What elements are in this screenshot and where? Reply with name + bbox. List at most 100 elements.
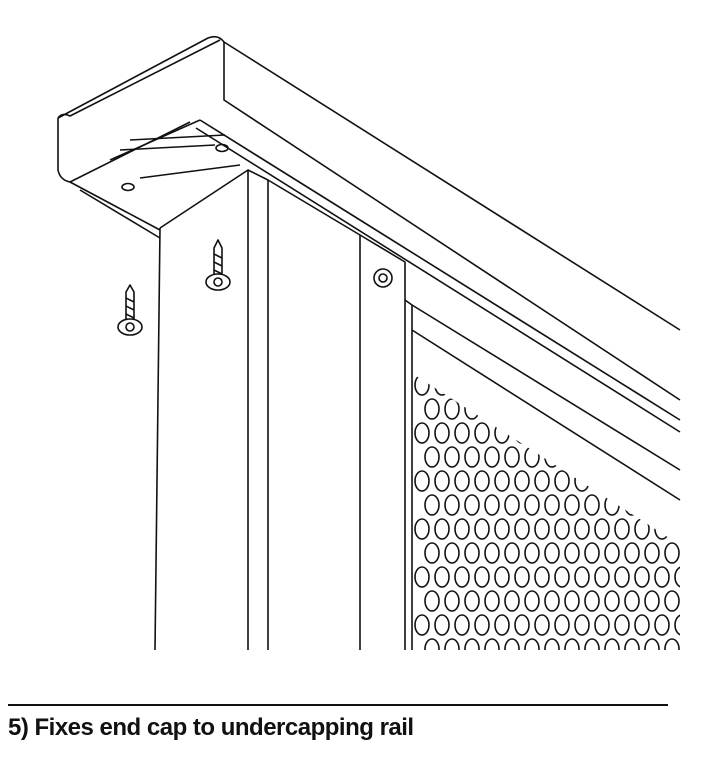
perforation-hole [454, 614, 470, 636]
perforation-hole [624, 446, 640, 468]
perforation-hole [685, 447, 699, 467]
perforation-hole [534, 614, 550, 636]
perforation-hole [564, 398, 580, 420]
perforation-hole [564, 590, 580, 612]
perforation-hole [624, 494, 640, 516]
perforation-hole [634, 470, 650, 492]
perforation-hole [514, 518, 530, 540]
perforation-hole [434, 374, 450, 396]
perforation-hole [514, 422, 530, 444]
perforation-hole [564, 446, 580, 468]
perforation-hole [614, 518, 630, 540]
perforation-hole [584, 446, 600, 468]
perforation-hole [504, 398, 520, 420]
perforation-hole [594, 518, 610, 540]
perforation-hole [424, 494, 440, 516]
perforation-hole [474, 614, 490, 636]
perforation-hole [674, 374, 680, 396]
perforation-hole [444, 446, 460, 468]
perforation-hole [464, 446, 480, 468]
end-cap-rail [57, 35, 681, 433]
perforation-hole [634, 614, 650, 636]
perforation-hole [594, 614, 610, 636]
perforation-hole [464, 542, 480, 564]
perforation-hole [414, 470, 430, 492]
perforation-hole [454, 374, 470, 396]
perforation-hole [424, 542, 440, 564]
perforation-hole [474, 566, 490, 588]
perforation-hole [464, 398, 480, 420]
perforation-hole [685, 591, 699, 611]
perforation-hole [664, 446, 680, 468]
perforation-hole [514, 566, 530, 588]
perforation-hole [544, 494, 560, 516]
perforation-hole [604, 590, 620, 612]
perforation-hole [685, 399, 699, 419]
perforation-hole [524, 590, 540, 612]
perforation-hole [674, 566, 680, 588]
perforation-hole [584, 542, 600, 564]
perforation-hole [654, 518, 670, 540]
perforation-hole [584, 638, 600, 650]
perforation-hole [624, 638, 640, 650]
perforation-hole [454, 566, 470, 588]
perforation-hole [634, 518, 650, 540]
perforation-hole [434, 470, 450, 492]
perforation-hole [414, 614, 430, 636]
perforation-hole [504, 446, 520, 468]
perforation-hole [594, 374, 610, 396]
perforation-hole [494, 518, 510, 540]
perforation-hole [524, 494, 540, 516]
perforation-hole [664, 542, 680, 564]
perforation-hole [564, 494, 580, 516]
perforation-hole [614, 614, 630, 636]
perforation-hole [424, 638, 440, 650]
perforation-hole [424, 398, 440, 420]
perforation-hole [464, 638, 480, 650]
perforation-hole [664, 638, 680, 650]
perforation-hole [644, 590, 660, 612]
perforation-hole [604, 494, 620, 516]
perforation-hole [504, 494, 520, 516]
screw-icon [205, 239, 231, 291]
perforation-hole [624, 590, 640, 612]
screw-icon [117, 284, 143, 336]
perforation-hole [634, 566, 650, 588]
perforation-hole [685, 495, 699, 515]
perforation-hole [604, 542, 620, 564]
perforation-hole [474, 518, 490, 540]
perforation-hole [534, 470, 550, 492]
perforation-hole [494, 422, 510, 444]
perforation-hole [524, 542, 540, 564]
perforation-hole [424, 446, 440, 468]
perforation-hole [544, 638, 560, 650]
perforation-hole [614, 422, 630, 444]
perforation-hole [534, 518, 550, 540]
perforation-hole [444, 638, 460, 650]
perforation-hole [484, 446, 500, 468]
perforation-hole [434, 422, 450, 444]
perforation-hole [654, 566, 670, 588]
perforation-hole [454, 422, 470, 444]
perforation-hole [444, 590, 460, 612]
assembly-illustration [57, 35, 699, 659]
perforation-hole [664, 398, 680, 420]
perforation-hole [474, 422, 490, 444]
perforation-hole [444, 542, 460, 564]
perforation-hole [604, 638, 620, 650]
perforation-hole [594, 470, 610, 492]
perforation-hole [634, 422, 650, 444]
perforation-hole [414, 374, 430, 396]
perforation-hole [674, 518, 680, 540]
perforation-hole [685, 639, 699, 659]
perforation-hole [484, 542, 500, 564]
perforation-hole [414, 518, 430, 540]
perforation-hole [644, 638, 660, 650]
perforation-hole [504, 542, 520, 564]
perforation-hole [484, 398, 500, 420]
perforation-hole [664, 590, 680, 612]
perforation-hole [484, 638, 500, 650]
perforation-hole [574, 566, 590, 588]
perforation-hole [424, 590, 440, 612]
perforation-hole [654, 422, 670, 444]
